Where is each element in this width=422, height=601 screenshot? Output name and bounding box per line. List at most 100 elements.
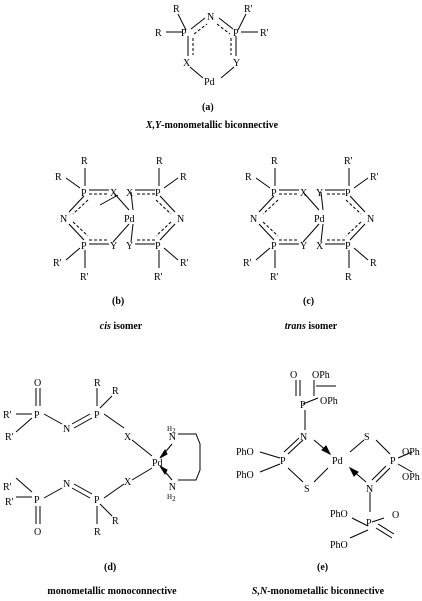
atom-y: Y: [233, 58, 240, 69]
atom-r: R: [94, 527, 101, 538]
label-e: (e): [317, 562, 328, 573]
atom-oph: OPh: [312, 370, 330, 381]
atom-y: Y: [126, 241, 133, 252]
label-a: (a): [202, 102, 214, 113]
atom-r-prime: R': [5, 497, 14, 508]
caption-c: trans isomer: [285, 321, 338, 332]
atom-r-prime: R': [80, 272, 89, 283]
label-d: (d): [104, 562, 116, 573]
atom-p: P: [233, 28, 239, 39]
atom-r: R: [345, 272, 352, 283]
atom-x: X: [124, 432, 132, 443]
atom-x: X: [124, 477, 132, 488]
atom-n: N: [63, 479, 70, 490]
atom-r: R: [271, 156, 278, 167]
atom-pho: PhO: [236, 447, 254, 458]
atom-p: P: [94, 410, 100, 421]
structure-d: O R' P R' N R R P X Pd NH2 R' R' P O N P…: [3, 378, 201, 538]
atom-p: P: [34, 410, 40, 421]
atom-r: R: [156, 156, 163, 167]
atom-n: N: [250, 214, 257, 225]
structure-c: R R P X N Pd P Y R' R' Y R' R' P N X P R…: [243, 156, 379, 283]
atom-o: O: [34, 378, 41, 389]
atom-r: R: [155, 28, 162, 39]
atom-p: P: [271, 241, 277, 252]
atom-y: Y: [110, 241, 117, 252]
atom-r: R: [112, 386, 119, 397]
caption-e: S,N-monometallic biconnective: [252, 586, 385, 597]
atom-n: N: [177, 214, 184, 225]
atom-n: N: [300, 432, 307, 443]
atom-pd: Pd: [332, 456, 343, 467]
atom-r-prime: R': [180, 258, 189, 269]
atom-n: N: [63, 424, 70, 435]
atom-p: P: [81, 241, 87, 252]
atom-r-prime: R': [5, 432, 14, 443]
atom-p: P: [81, 188, 87, 199]
atom-pho: PhO: [236, 470, 254, 481]
atom-o: O: [392, 510, 399, 521]
atom-r: R: [245, 172, 252, 183]
atom-oph: OPh: [320, 396, 338, 407]
atom-s: S: [364, 432, 370, 443]
atom-x: X: [316, 241, 324, 252]
atom-pho: PhO: [330, 540, 348, 551]
atom-r: R: [180, 172, 187, 183]
atom-r-prime: R': [270, 272, 279, 283]
atom-n: N: [367, 214, 374, 225]
atom-r-prime: R': [344, 156, 353, 167]
atom-pd: Pd: [314, 214, 325, 225]
atom-pd: Pd: [152, 458, 163, 469]
atom-y: Y: [316, 188, 323, 199]
atom-r: R: [55, 172, 62, 183]
atom-p: P: [390, 456, 396, 467]
caption-a: X,Y-monometallic biconnective: [145, 120, 279, 131]
atom-r-prime: R': [154, 272, 163, 283]
atom-r-prime: R': [260, 28, 269, 39]
atom-r-prime: R': [370, 172, 379, 183]
structure-e: O OPh OPh P N PhO P PhO S Pd S P OPh OPh…: [236, 370, 420, 551]
atom-oph: OPh: [402, 447, 420, 458]
atom-p: P: [34, 495, 40, 506]
caption-b: cis isomer: [100, 321, 143, 332]
structure-a: R R P N P R' R' X Y Pd: [155, 4, 269, 88]
atom-p: P: [94, 495, 100, 506]
atom-r: R: [81, 156, 88, 167]
atom-o: O: [34, 527, 41, 538]
atom-oph: OPh: [402, 472, 420, 483]
atom-n: N: [207, 12, 214, 23]
atom-x: X: [183, 58, 191, 69]
atom-r: R: [112, 516, 119, 527]
atom-r-prime: R': [3, 410, 12, 421]
atom-n: N: [366, 484, 373, 495]
atom-x: X: [110, 188, 118, 199]
atom-o: O: [290, 370, 297, 381]
atom-pd: Pd: [204, 77, 215, 88]
atom-r-prime: R': [244, 4, 253, 15]
atom-p: P: [345, 188, 351, 199]
atom-r-prime: R': [53, 258, 62, 269]
atom-p: P: [181, 28, 187, 39]
label-c: (c): [303, 296, 314, 307]
atom-p: P: [155, 188, 161, 199]
structure-b: R R P X N Pd P Y R' R' X R R P N Y P R' …: [53, 156, 189, 283]
atom-p: P: [155, 241, 161, 252]
atom-r: R: [370, 258, 377, 269]
atom-r-prime: R': [3, 482, 12, 493]
atom-y: Y: [300, 241, 307, 252]
atom-p: P: [280, 456, 286, 467]
atom-pho: PhO: [330, 509, 348, 520]
atom-p: P: [345, 241, 351, 252]
atom-x: X: [300, 188, 308, 199]
atom-p: P: [271, 188, 277, 199]
atom-r: R: [173, 4, 180, 15]
atom-x: X: [126, 188, 134, 199]
atom-p: P: [300, 400, 306, 411]
caption-d: monometallic monoconnective: [47, 586, 177, 597]
label-b: (b): [112, 296, 124, 307]
atom-pd: Pd: [124, 214, 135, 225]
atom-nh2: NH2: [167, 425, 176, 443]
atom-s: S: [304, 484, 310, 495]
